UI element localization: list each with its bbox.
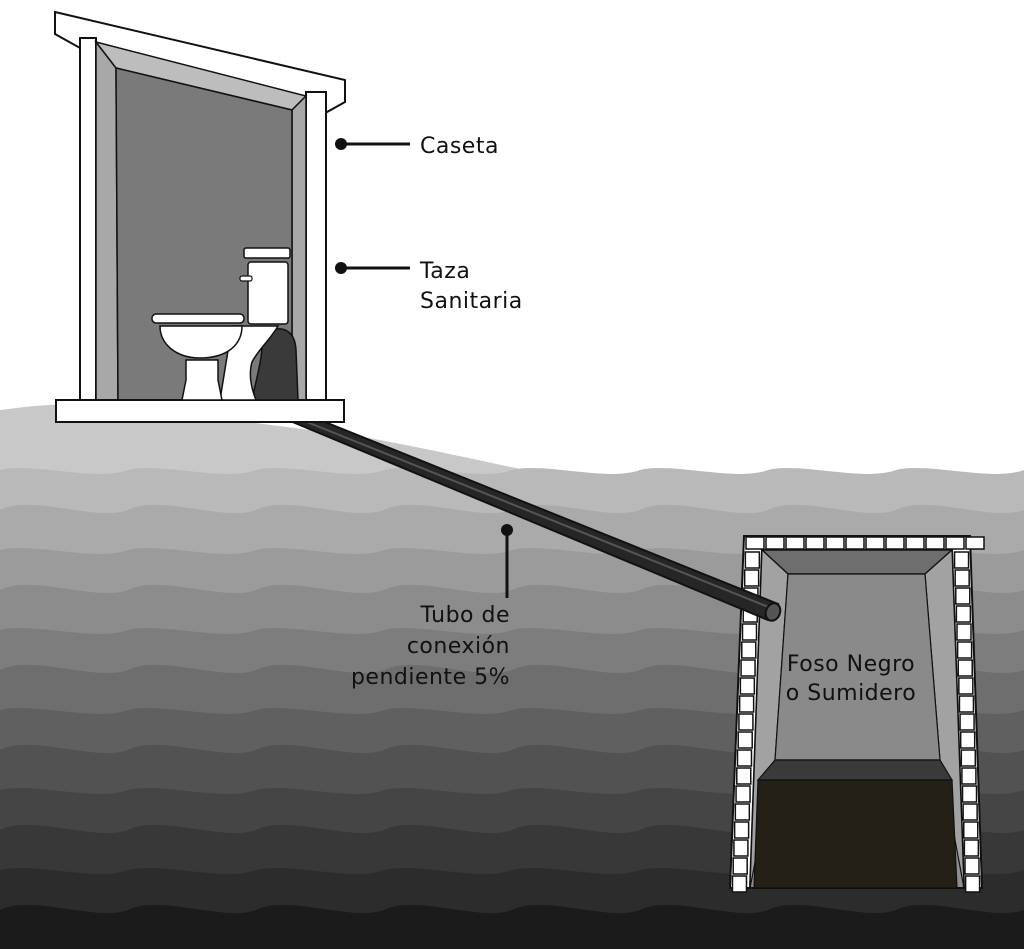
pit-brick (765, 536, 785, 550)
soil-layer (0, 904, 1024, 949)
pit-brick (961, 785, 978, 803)
pit-brick (956, 641, 973, 659)
toilet-tank-lid (243, 247, 291, 259)
pit-brick (963, 821, 979, 839)
pipe-label-line1: Tubo de (420, 603, 510, 628)
pit-brick (905, 536, 925, 550)
toilet-label-line2: Sanitaria (420, 289, 523, 314)
pit-brick (953, 551, 970, 569)
pit (728, 535, 985, 893)
pit-brick (955, 587, 971, 605)
pit-label-line1: Foso Negro (787, 652, 915, 677)
pit-brick (825, 536, 845, 550)
pit-brick (805, 536, 825, 550)
pit-brick (740, 659, 756, 677)
pit-liquid-surface (756, 759, 954, 781)
pit-brick (733, 821, 750, 839)
pit-brick (736, 767, 752, 785)
pit-label-line2: o Sumidero (786, 681, 916, 706)
pit-brick (735, 785, 751, 803)
pit-brick (954, 569, 970, 587)
pit-brick (736, 749, 753, 767)
pipe-outlet (764, 602, 782, 622)
pit-brick (961, 767, 977, 785)
pit-brick (738, 695, 755, 713)
pit-brick (955, 605, 972, 623)
toilet (151, 247, 299, 401)
pipe-label-line2: conexión (407, 634, 510, 659)
pit-brick (925, 536, 945, 550)
pit-brick (737, 731, 753, 749)
pit-brick (945, 536, 965, 550)
pit-brick (960, 749, 977, 767)
pit-brick (958, 677, 974, 695)
pit-brick (732, 857, 748, 875)
pit-brick (964, 875, 981, 893)
toilet-flush-handle (239, 275, 253, 282)
pit-brick (963, 839, 980, 857)
booth-left-post (79, 37, 97, 403)
booth-right-post (305, 91, 327, 403)
leader-lines (335, 138, 513, 598)
pit-brick (733, 839, 749, 857)
pit-brick (845, 536, 865, 550)
pit-brick (962, 803, 978, 821)
pit-brick (956, 623, 972, 641)
pit-brick (734, 803, 751, 821)
pit-brick (959, 731, 976, 749)
pit-brick (785, 536, 805, 550)
booth-floor-slab (55, 399, 345, 423)
toilet-bowl (159, 325, 243, 359)
booth-frame-left (95, 39, 119, 403)
toilet-tank (247, 261, 289, 325)
toilet-seat (151, 313, 245, 324)
pit-brick (741, 641, 757, 659)
pit-brick (959, 713, 975, 731)
pit-brick (739, 677, 756, 695)
pit-brick (744, 551, 761, 569)
pit-brick (731, 875, 748, 893)
pit-brick (865, 536, 885, 550)
pit-brick (745, 536, 765, 550)
pit-inner-top-bevel (760, 549, 954, 575)
pipe-label-line3: pendiente 5% (351, 665, 510, 690)
toilet-label-line1: Taza (419, 259, 470, 284)
pit-brick-lining (731, 536, 985, 893)
pit-brick (964, 857, 980, 875)
pit-brick (958, 695, 975, 713)
booth-label: Caseta (420, 134, 499, 159)
pit-brick (743, 569, 760, 587)
pit-brick (957, 659, 973, 677)
toilet-pedestal (181, 359, 223, 401)
pit-brick (885, 536, 905, 550)
pit-brick (965, 536, 985, 550)
pit-brick (741, 623, 758, 641)
pit-brick (738, 713, 754, 731)
pit-liquid (753, 779, 958, 889)
